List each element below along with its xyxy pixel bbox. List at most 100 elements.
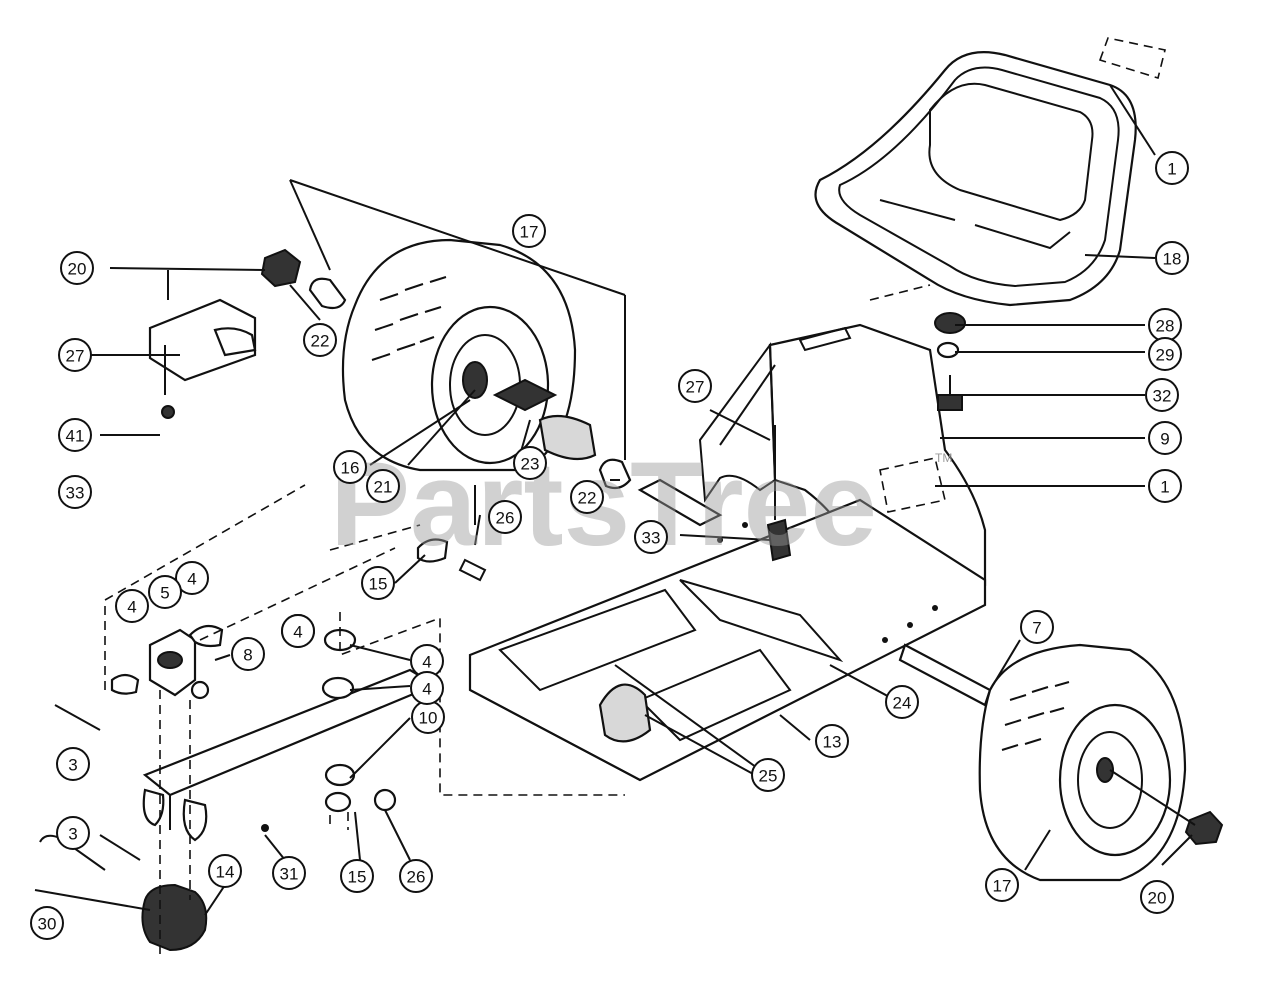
callout-circle: [231, 637, 265, 671]
callout-circle: [512, 214, 546, 248]
callout-22: 22: [303, 323, 337, 357]
callout-label: 28: [1156, 317, 1175, 336]
callout-20: 20: [60, 251, 94, 285]
callout-circle: [1145, 378, 1179, 412]
front-wheel-14: [39, 704, 208, 952]
callout-label: 16: [341, 459, 360, 478]
callout-circle: [1155, 151, 1189, 185]
callout-27: 27: [678, 369, 712, 403]
callout-label: 10: [419, 709, 438, 728]
callout-label: 21: [374, 478, 393, 497]
bushing-22b: [598, 458, 632, 490]
callout-label: 7: [1032, 619, 1041, 638]
callout-18: 18: [1155, 241, 1189, 275]
callout-circle: [751, 758, 785, 792]
callout-circle: [58, 338, 92, 372]
callout-16: 16: [333, 450, 367, 484]
callout-label: 24: [893, 694, 912, 713]
callout-circle: [148, 575, 182, 609]
callout-circle: [281, 614, 315, 648]
callout-circle: [488, 500, 522, 534]
callout-label: 22: [311, 332, 330, 351]
callout-label: 27: [686, 378, 705, 397]
callout-circle: [1155, 241, 1189, 275]
callout-label: 27: [66, 347, 85, 366]
callout-label: 22: [578, 489, 597, 508]
callout-15: 15: [361, 566, 395, 600]
callout-circle: [1140, 880, 1174, 914]
callout-circle: [678, 369, 712, 403]
callout-label: 1: [1167, 160, 1176, 179]
callout-33: 33: [58, 475, 92, 509]
callout-8: 8: [231, 637, 265, 671]
callout-circle: [303, 323, 337, 357]
callout-circle: [885, 685, 919, 719]
wheel-right: [978, 643, 1187, 882]
callout-1: 1: [1148, 469, 1182, 503]
callout-circle: [1148, 337, 1182, 371]
watermark-text: PartsTree: [330, 437, 877, 571]
callout-label: 3: [68, 756, 77, 775]
callout-circle: [340, 859, 374, 893]
callout-circle: [634, 520, 668, 554]
callout-circle: [410, 671, 444, 705]
callout-31: 31: [272, 856, 306, 890]
callout-13: 13: [815, 724, 849, 758]
callout-label: 23: [521, 455, 540, 474]
callout-label: 4: [293, 623, 302, 642]
spacers: [492, 378, 597, 461]
callout-circle: [56, 747, 90, 781]
callout-label: 33: [642, 529, 661, 548]
callout-17: 17: [985, 868, 1019, 902]
callout-label: 31: [280, 865, 299, 884]
assembly-lines: [104, 179, 626, 960]
callout-label: 3: [68, 825, 77, 844]
callout-circle: [1148, 421, 1182, 455]
leader-lines: [34, 84, 1196, 916]
callout-7: 7: [1020, 610, 1054, 644]
frame: [468, 498, 987, 782]
callout-27: 27: [58, 338, 92, 372]
callout-label: 4: [127, 598, 136, 617]
seat: [814, 37, 1166, 307]
pin-26: [458, 558, 487, 582]
callout-23: 23: [513, 446, 547, 480]
callout-circle: [570, 480, 604, 514]
callout-33: 33: [634, 520, 668, 554]
callout-label: 20: [68, 260, 87, 279]
callout-41: 41: [58, 418, 92, 452]
callout-circle: [399, 859, 433, 893]
callout-circle: [30, 906, 64, 940]
callout-15: 15: [340, 859, 374, 893]
callout-9: 9: [1148, 421, 1182, 455]
callout-label: 26: [496, 509, 515, 528]
callout-label: 13: [823, 733, 842, 752]
washer-29: [936, 341, 960, 359]
callout-label: 15: [348, 868, 367, 887]
callout-label: 25: [759, 767, 778, 786]
callout-circle: [366, 469, 400, 503]
callout-30: 30: [30, 906, 64, 940]
callout-label: 17: [993, 877, 1012, 896]
callout-label: 41: [66, 427, 85, 446]
callout-circle: [333, 450, 367, 484]
callout-circle: [58, 418, 92, 452]
callout-29: 29: [1148, 337, 1182, 371]
callout-5: 5: [148, 575, 182, 609]
callout-label: 20: [1148, 889, 1167, 908]
rear-axle: [637, 478, 992, 707]
bolt-32: [937, 394, 963, 411]
callout-circle: [815, 724, 849, 758]
callout-4: 4: [281, 614, 315, 648]
callout-circle: [985, 868, 1019, 902]
callout-label: 4: [422, 680, 431, 699]
bolt-33: [766, 518, 792, 562]
callout-14: 14: [208, 854, 242, 888]
callout-4: 4: [410, 671, 444, 705]
callout-label: 32: [1153, 387, 1172, 406]
callout-circle: [60, 251, 94, 285]
callout-label: 15: [369, 575, 388, 594]
callout-4: 4: [115, 589, 149, 623]
callout-label: 9: [1160, 430, 1169, 449]
